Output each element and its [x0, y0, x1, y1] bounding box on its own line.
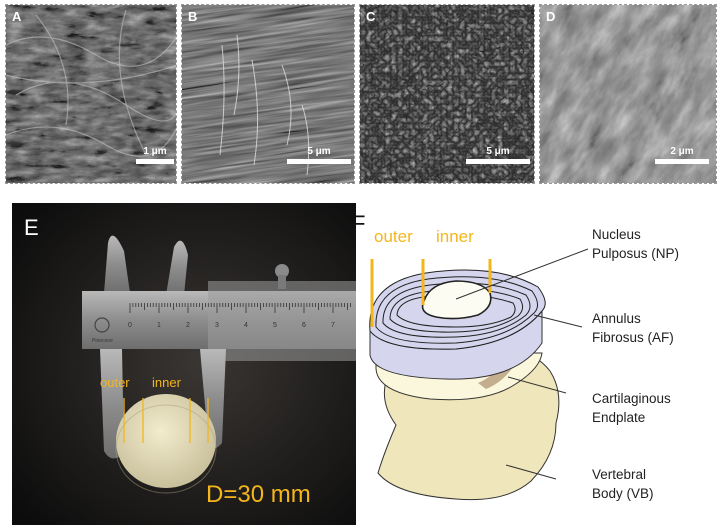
brand-logo: [94, 317, 110, 333]
photo-outer-label: outer: [100, 375, 130, 390]
ce-label-line1: Cartilaginous: [592, 391, 671, 406]
scale-text-a: 1 μm: [143, 146, 167, 157]
ruler-number: 2: [186, 322, 190, 329]
np-label-line2: Pulposus (NP): [592, 246, 680, 261]
upper-jaw-right: [166, 240, 188, 295]
ruler-number: 3: [215, 322, 219, 329]
af-label-line2: Fibrosus (AF): [592, 330, 674, 345]
scale-bar-c: 5 μm: [466, 146, 530, 164]
leader-lines: [455, 248, 589, 480]
ce-label: Cartilaginous Endplate: [592, 389, 671, 427]
np-label-line1: Nucleus: [592, 227, 641, 242]
caliper-screw: [275, 264, 289, 278]
lower-jaw-right: [200, 349, 226, 449]
af-label-line1: Annulus: [592, 311, 641, 326]
sem-image-a: [6, 5, 176, 183]
schematic-inner-label: inner: [436, 227, 474, 246]
panel-label-a: A: [12, 9, 22, 24]
photo-panel-e: Pinecone 0 1 2 3 4 5 6 7 E outer inner D=30 mm: [12, 203, 356, 525]
sem-panel-b: B 5 μm: [181, 4, 355, 184]
scale-bar-a: 1 μm: [136, 146, 174, 164]
scale-line-a: [136, 159, 174, 164]
ruler-number: 6: [302, 322, 306, 329]
vb-label-line1: Vertebral: [592, 467, 647, 482]
np-label: Nucleus Pulposus (NP): [592, 225, 679, 263]
sem-image-d: [540, 5, 716, 183]
caliper-photo: Pinecone 0 1 2 3 4 5 6 7: [12, 203, 356, 525]
panel-label-b: B: [188, 9, 198, 24]
panel-label-d: D: [546, 9, 556, 24]
sem-panel-c: C 5 μm: [359, 4, 535, 184]
vb-label-line2: Body (VB): [592, 486, 654, 501]
ivd-schematic: [369, 248, 589, 501]
ruler-number: 7: [331, 322, 335, 329]
ruler-number: 4: [244, 322, 248, 329]
ruler-number: 5: [273, 322, 277, 329]
scale-text-b: 5 μm: [307, 146, 331, 157]
scale-line-d: [655, 159, 709, 164]
schematic-panel-f: F outer inner Nucleus Pulposus (NP) Annu…: [356, 203, 722, 525]
caliper-slider: [208, 281, 356, 361]
af-label: Annulus Fibrosus (AF): [592, 309, 674, 347]
scale-bar-b: 5 μm: [287, 146, 351, 164]
sem-panel-a: A 1 μm: [5, 4, 177, 184]
photo-inner-label: inner: [152, 375, 181, 390]
panel-label-c: C: [366, 9, 376, 24]
panel-label-f: F: [356, 211, 366, 236]
vb-label: Vertebral Body (VB): [592, 465, 654, 503]
schematic-outer-label: outer: [374, 227, 413, 246]
sem-panel-d: D 2 μm: [539, 4, 717, 184]
upper-jaw-left: [104, 235, 130, 293]
scale-text-c: 5 μm: [486, 146, 510, 157]
diameter-label: D=30 mm: [206, 481, 311, 508]
scale-line-c: [466, 159, 530, 164]
panel-label-e: E: [24, 215, 39, 240]
nucleus-pulposus: [421, 280, 492, 320]
sem-image-c: [360, 5, 534, 183]
ce-label-line2: Endplate: [592, 410, 646, 425]
ruler-number: 0: [128, 322, 132, 329]
scale-text-d: 2 μm: [670, 146, 694, 157]
brand-text: Pinecone: [92, 338, 113, 344]
scale-line-b: [287, 159, 351, 164]
hydrogel-disc: [116, 394, 216, 488]
ruler-number: 1: [157, 322, 161, 329]
scale-bar-d: 2 μm: [655, 146, 709, 164]
sem-image-b: [182, 5, 354, 183]
